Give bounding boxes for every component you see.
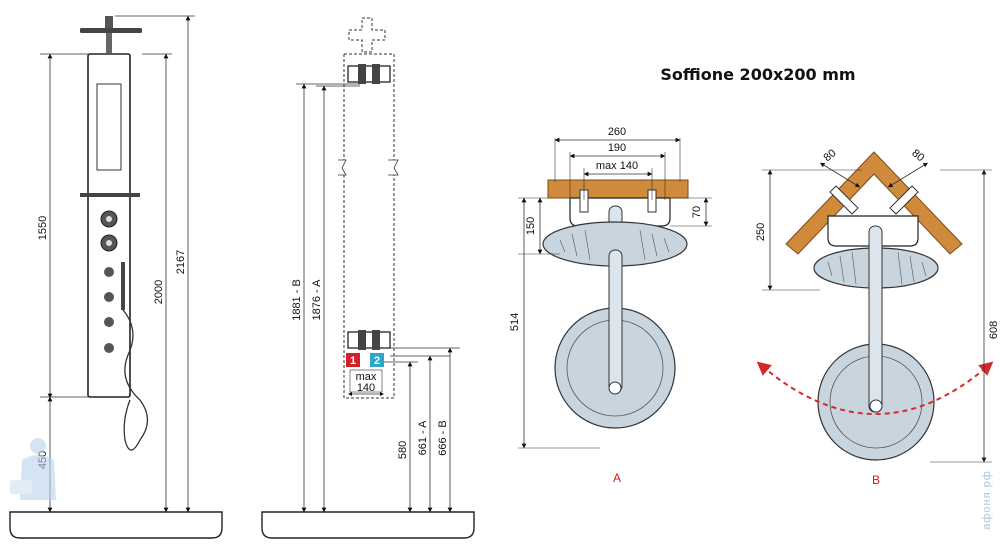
view-a-dim-max140: max 140 <box>596 160 638 172</box>
side-dim-1876a: 1876 - A <box>311 279 323 321</box>
side-max-value: 140 <box>357 382 375 394</box>
front-jet-4 <box>104 343 114 353</box>
watermark-plumber-figure <box>10 438 56 500</box>
front-shelf <box>80 193 140 197</box>
side-head-outline <box>348 17 386 53</box>
view-a-dim-190: 190 <box>608 142 626 154</box>
view-a-label: A <box>613 471 621 485</box>
front-dim-2000: 2000 <box>153 280 165 304</box>
side-max-label: max <box>356 371 377 383</box>
front-jet-2 <box>104 292 114 302</box>
view-a-dim-150: 150 <box>525 217 537 235</box>
view-b-label: B <box>872 473 880 487</box>
svg-text:1: 1 <box>350 355 356 367</box>
side-bracket-bottom <box>347 330 391 350</box>
view-b-arm <box>868 225 883 413</box>
front-hand-shower <box>121 262 125 310</box>
front-head-connector <box>105 16 113 30</box>
front-dim-2167: 2167 <box>175 250 187 274</box>
view-b-dim-250: 250 <box>755 223 767 241</box>
side-badge-1 <box>346 353 360 367</box>
side-dim-1881b: 1881 - B <box>291 279 303 321</box>
side-dim-666b: 666 - B <box>437 420 449 455</box>
side-dim-661a: 661 - A <box>417 420 429 456</box>
view-a-dim-70: 70 <box>691 206 703 218</box>
front-jet-3 <box>104 317 114 327</box>
view-a-ceiling-board <box>547 179 689 199</box>
side-bracket-top <box>347 64 391 84</box>
front-jet-1 <box>104 267 114 277</box>
view-a-dim-260: 260 <box>608 126 626 138</box>
front-view: 1550 450 2000 2167 <box>9 15 223 539</box>
view-b-dim-80-left: 80 <box>822 147 839 164</box>
view-b: 80 80 250 608 B <box>755 147 1000 487</box>
page-title: Soffione 200x200 mm <box>660 65 855 84</box>
front-dim-1550: 1550 <box>37 216 49 240</box>
side-dim-580: 580 <box>397 441 409 459</box>
side-panel-outline <box>343 53 395 399</box>
svg-text:2: 2 <box>374 355 380 367</box>
view-a: 260 190 max 140 70 150 514 A <box>509 126 712 485</box>
side-badge-2 <box>370 353 384 367</box>
front-hose <box>122 309 149 451</box>
side-floor-tray <box>261 511 475 539</box>
view-a-dim-514: 514 <box>509 313 521 331</box>
view-b-dim-608: 608 <box>988 321 1000 339</box>
front-panel-window <box>96 83 122 171</box>
front-rain-head <box>80 28 142 33</box>
view-b-dim-80-right: 80 <box>909 147 926 164</box>
view-b-ceiling-beams <box>785 151 963 255</box>
front-floor-tray <box>9 511 223 539</box>
watermark-text: афоня.рф <box>981 470 993 530</box>
side-view: 1 2 max 140 1881 - B 1876 - A 580 661 - … <box>261 17 475 539</box>
